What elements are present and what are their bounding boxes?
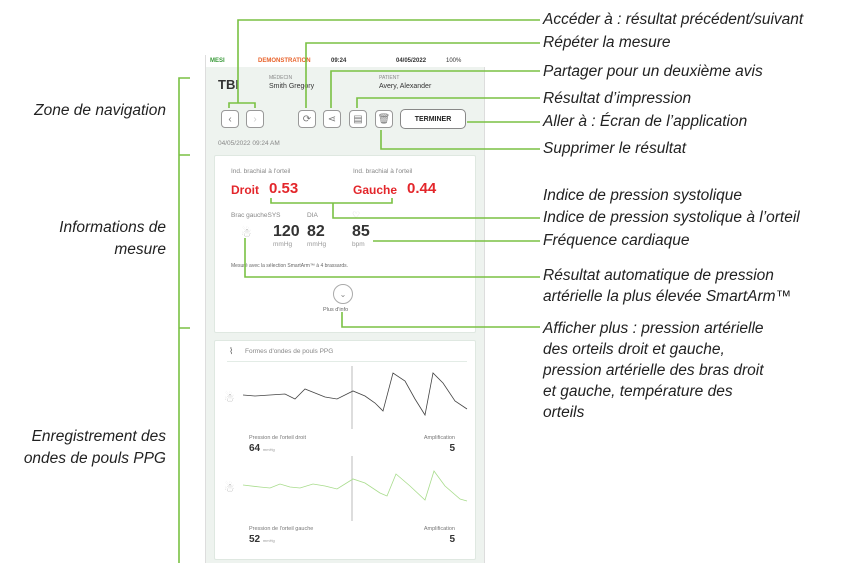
print-icon[interactable]: ▤ [349,110,367,128]
right-amp-value: 5 [449,443,455,454]
annotation-smartarm: Résultat automatique de pression artérie… [543,267,792,305]
clock: 09:24 [331,58,347,64]
left-amp-value: 5 [449,534,455,545]
device-screen: MESI DEMONSTRATION 09:24 04/05/2022 100%… [205,55,486,563]
measurement-card: Ind. brachial à l'orteil Ind. brachial à… [214,155,476,333]
right-label: Droit [231,183,259,197]
section-navigation: Zone de navigation [34,102,166,119]
annotation-repeat: Répéter la mesure [543,34,671,51]
patient-label: PATIENT [379,75,400,81]
share-icon[interactable]: ⋖ [323,110,341,128]
smartarm-note: Mesuré avec la sélection SmartArm™ à 4 b… [231,263,348,269]
doctor-label: MÉDECIN [269,75,293,81]
section-ppg: Enregistrement des ondes de pouls PPG [23,428,166,467]
ppg-card: ⌇ Formes d'ondes de pouls PPG ☃ ☃ Pressi… [214,340,476,560]
annotation-hr: Fréquence cardiaque [543,232,690,249]
tbi-left-label: Ind. brachial à l'orteil [353,168,413,175]
arm-label: Brac gauche [231,212,268,219]
left-waveform [242,470,468,502]
left-foot-icon: ☃ [224,481,235,495]
annotation-goto: Aller à : Écran de l’application [543,113,748,130]
dia-label: DIA [307,212,318,219]
more-info-button[interactable]: ⌄ [333,284,353,304]
battery-level: 100% [446,58,462,64]
sys-value: 120 [273,223,300,240]
right-toe-label: Pression de l'orteil droit [249,435,306,441]
annotation-print: Résultat d’impression [543,90,692,107]
heart-icon: ♡ [352,210,361,220]
right-foot-icon: ☃ [224,391,235,405]
left-tbi-value: 0.44 [407,180,437,197]
annotation-toe-sys: Indice de pression systolique à l’orteil [543,209,800,226]
left-toe-value: 52 [249,534,261,545]
status-bar: MESI DEMONSTRATION 09:24 04/05/2022 100% [206,55,486,67]
annotation-delete: Supprimer le résultat [543,140,687,157]
divider [227,361,467,362]
next-button[interactable]: › [246,110,264,128]
mode-label: DEMONSTRATION [258,58,311,64]
page-title: TBI [218,77,239,92]
finish-button[interactable]: TERMINER [400,109,466,129]
right-amp-label: Amplification [423,435,455,441]
patient-name: Avery, Alexander [379,83,432,90]
right-toe-value: 64 [249,443,261,454]
hr-value: 85 [352,223,370,240]
right-tbi-value: 0.53 [269,180,299,197]
timestamp: 04/05/2022 09:24 AM [218,140,280,147]
left-toe-unit: mmHg [262,538,275,543]
tbi-right-label: Ind. brachial à l'orteil [231,168,291,175]
ppg-waveforms [242,366,468,521]
body-icon: ☃ [241,226,252,240]
status-date: 04/05/2022 [396,58,427,64]
annotation-sys: Indice de pression systolique [543,187,743,204]
dia-unit: mmHg [307,241,327,248]
left-amp-label: Amplification [423,526,455,532]
pulse-icon: ⌇ [229,346,234,356]
trash-icon[interactable]: 🗑 [375,110,393,128]
dia-value: 82 [307,223,325,240]
repeat-icon[interactable]: ⟳ [298,110,316,128]
hr-unit: bpm [352,241,365,248]
more-info-label[interactable]: Plus d'info [323,307,349,313]
annotation-more: Afficher plus : pression artérielle des … [543,320,764,421]
previous-button[interactable]: ‹ [221,110,239,128]
sys-unit: mmHg [273,241,293,248]
left-toe-label: Pression de l'orteil gauche [249,526,314,532]
sys-label: SYS [267,212,281,219]
section-measurement: Informations de mesure [59,219,166,258]
brand-logo: MESI [210,58,225,64]
ppg-title: Formes d'ondes de pouls PPG [245,348,334,355]
right-toe-unit: mmHg [262,447,275,452]
section-bracket [178,77,190,563]
right-waveform [242,372,468,417]
annotation-share: Partager pour un deuxième avis [543,63,763,80]
left-label: Gauche [353,183,398,197]
doctor-name: Smith Gregory [269,83,315,90]
annotation-nav: Accéder à : résultat précédent/suivant [543,11,804,28]
